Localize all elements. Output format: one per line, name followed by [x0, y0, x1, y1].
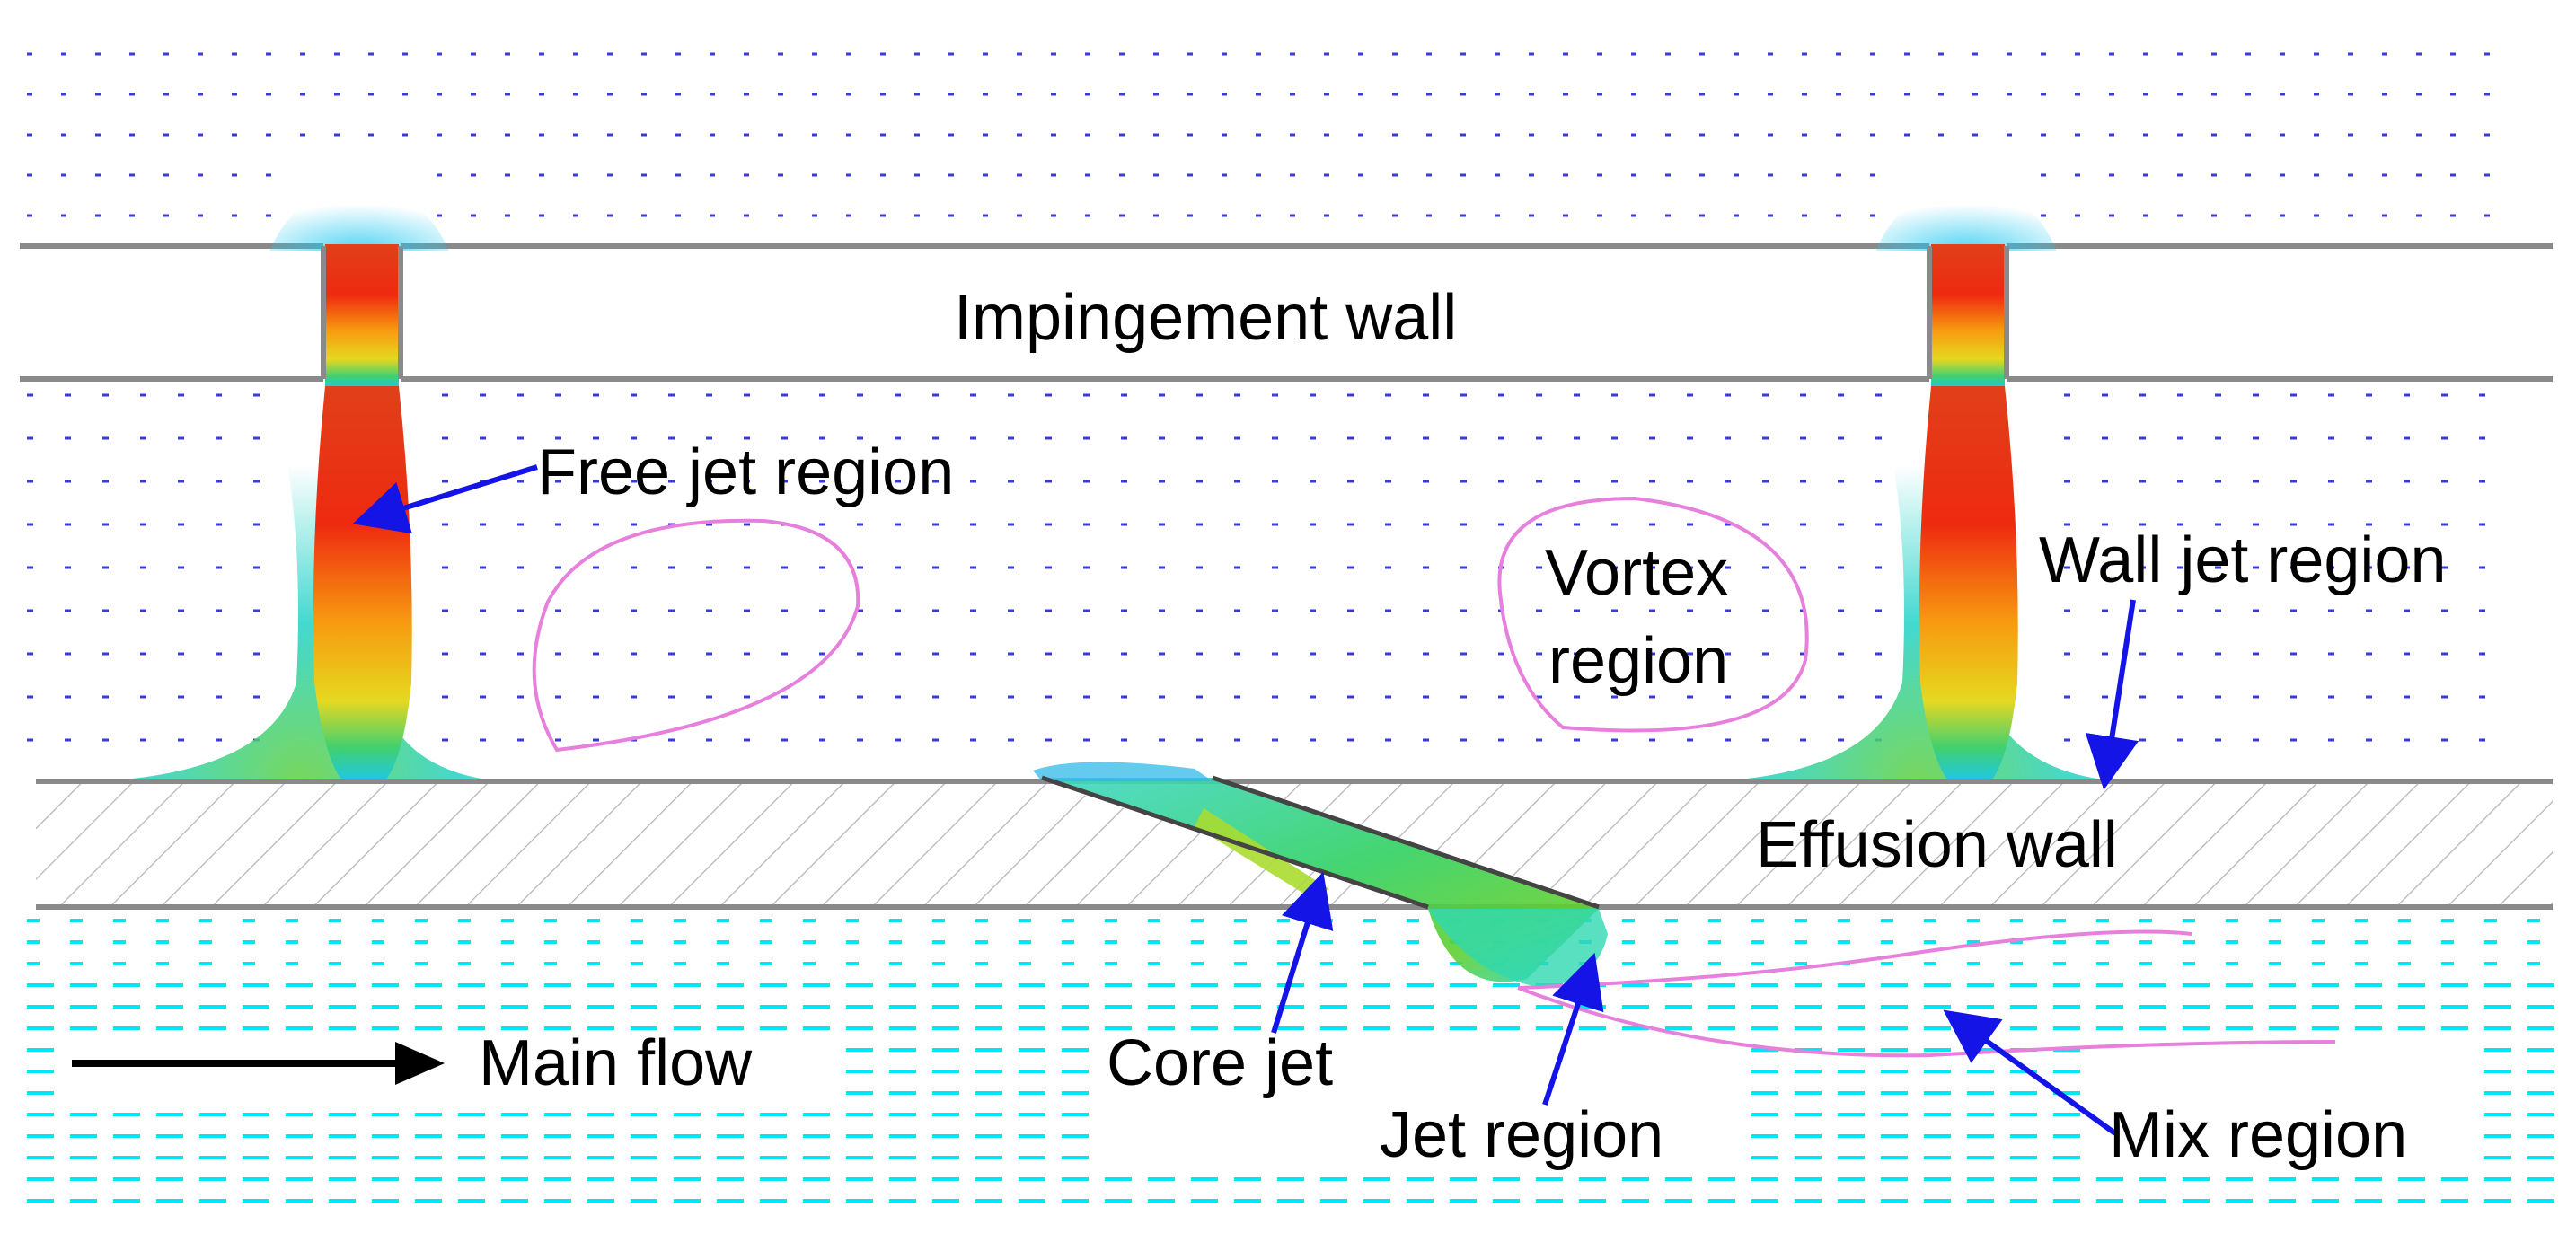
main-flow-label: Main flow — [479, 1027, 753, 1099]
wall-jet-region-label: Wall jet region — [2039, 524, 2447, 596]
core-jet-label: Core jet — [1107, 1027, 1333, 1099]
main-flow-arrow — [72, 1042, 445, 1085]
free-jet-region-label: Free jet region — [537, 436, 954, 508]
vortex-outline-right — [1497, 496, 1809, 733]
jet-region-pointer-arrow — [1542, 952, 1604, 1106]
main-flow-velocity-vectors — [27, 919, 2554, 1203]
vortex-region-label-line2: region — [1548, 625, 1728, 697]
vortex-outline-left — [532, 518, 860, 753]
pointer-arrows — [352, 464, 2139, 1136]
impingement-jet-right — [1716, 184, 2120, 781]
sparse-velocity-vectors — [27, 52, 2490, 742]
effusion-wall-label: Effusion wall — [1756, 809, 2118, 881]
mix-region-outline — [1517, 929, 2336, 1058]
mix-region-label: Mix region — [2109, 1099, 2407, 1171]
mix-region-pointer-arrow — [1943, 1009, 2117, 1136]
impingement-wall-label: Impingement wall — [954, 282, 1457, 354]
free-jet-pointer-arrow — [352, 464, 538, 534]
vortex-region-label-line1: Vortex — [1545, 537, 1728, 609]
region-outlines — [532, 496, 2336, 1058]
wall-jet-pointer-arrow — [2085, 599, 2139, 790]
core-jet-pointer-arrow — [1271, 871, 1334, 1034]
jet-region-label: Jet region — [1380, 1099, 1663, 1171]
